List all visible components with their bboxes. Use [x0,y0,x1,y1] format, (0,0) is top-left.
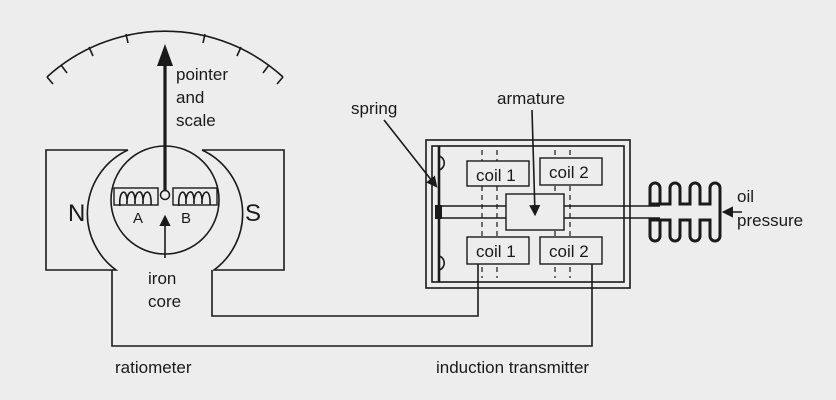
coil-b-label: B [181,210,191,227]
transmitter-coil2-bottom: coil 2 [539,236,603,265]
pointer [157,44,173,190]
iron-core-label-line1: iron [148,269,176,288]
transmitter-housing [425,139,631,289]
transmitter-coil2-top: coil 2 [539,157,603,186]
armature-pointer-arrow-icon [529,109,541,217]
scale-tick [125,33,129,44]
pivot-icon [159,189,171,201]
connecting-wires [111,264,593,347]
coil2-bottom-label: coil 2 [549,242,589,261]
armature-label: armature [497,89,565,108]
coil-a-label: A [133,210,143,227]
oil-pressure-label-line1: oil [737,187,754,206]
coil2-top-label: coil 2 [549,163,589,182]
south-pole-piece [201,149,285,271]
ratiometer-caption: ratiometer [115,358,192,377]
pointer-label-line3: scale [176,111,216,130]
south-pole-label: S [245,200,261,227]
oil-pressure-label-line2: pressure [737,211,803,230]
transmitter-coil1-top: coil 1 [466,160,530,187]
scale-tick [262,64,270,74]
pointer-label-line2: and [176,88,204,107]
scale-tick [202,33,206,44]
wire-outer [111,264,593,347]
coil1-bottom-label: coil 1 [476,242,516,261]
wire-inner [211,264,479,317]
spring-pointer-arrow-icon [383,119,438,188]
coil-b [172,187,218,207]
pointer-label-line1: pointer [176,65,228,84]
coil-a [113,187,159,207]
spring [435,146,446,282]
north-pole-piece [45,149,129,271]
scale-tick [88,46,94,57]
north-pole-label: N [68,200,85,227]
scale-tick [236,46,242,57]
pointer-arrow-icon [157,44,173,66]
induction-transmitter-caption: induction transmitter [436,358,589,377]
coil1-top-label: coil 1 [476,166,516,185]
scale-tick [46,76,54,85]
scale-tick [276,76,284,85]
oil-pressure-bellows [648,181,722,243]
scale-tick [60,64,68,74]
scale-ticks [46,33,284,85]
transmitter-coil1-bottom: coil 1 [466,236,530,265]
iron-core-label-line2: core [148,292,181,311]
scale-arc [46,30,284,78]
dial-scale [46,30,284,85]
spring-label: spring [351,99,397,118]
